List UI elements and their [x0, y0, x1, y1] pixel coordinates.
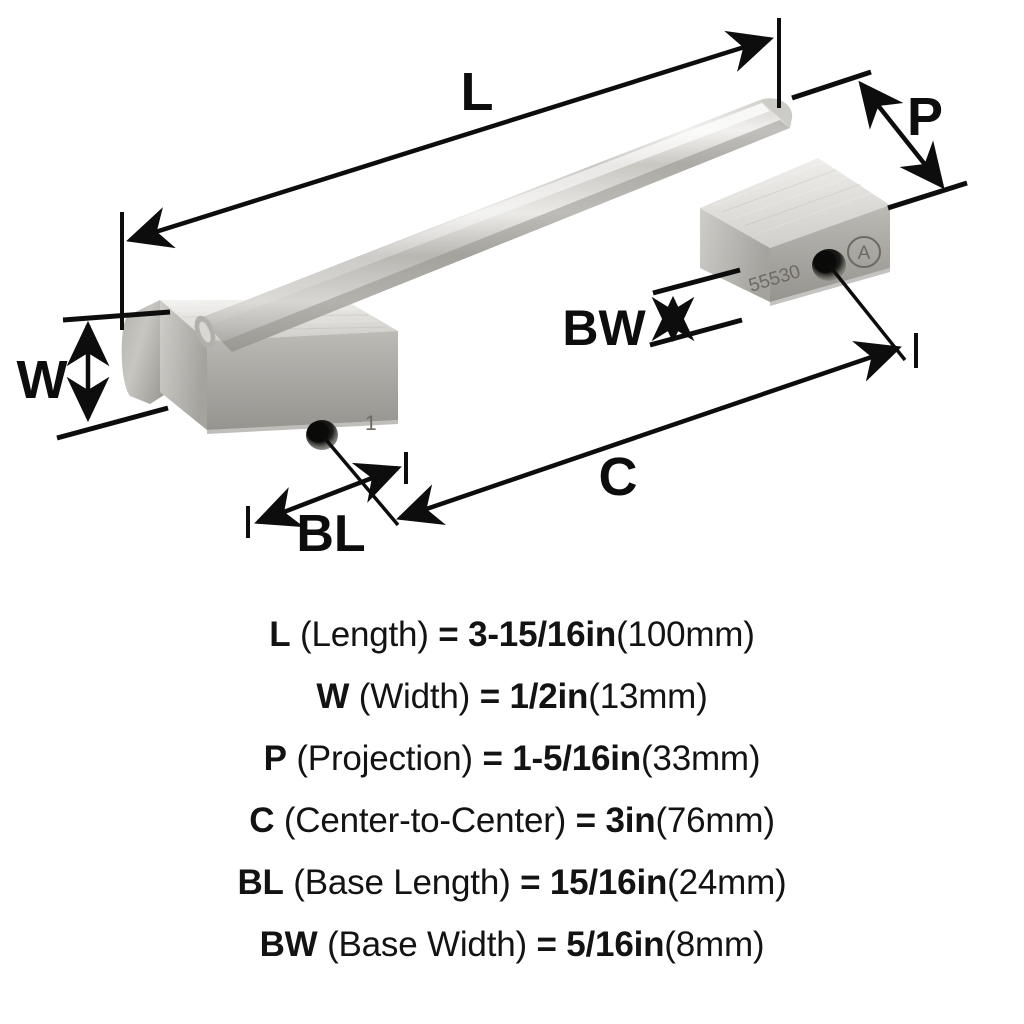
spec-name: (Width) [358, 677, 471, 716]
width-extension-bottom [56, 405, 169, 441]
spec-imperial: 3in [605, 801, 656, 840]
product-diagram: 1 [17, 18, 968, 563]
spec-row: BL (Base Length) = 15/16in(24mm) [0, 852, 1024, 914]
spec-metric: (76mm) [655, 801, 775, 840]
spec-key: L [269, 615, 291, 654]
spec-equals: = [438, 615, 459, 654]
label-projection: P [907, 87, 943, 147]
right-base-bottom-edge [770, 268, 890, 306]
spec-key: BW [259, 925, 318, 964]
left-base-bottom-edge [207, 420, 398, 434]
spec-imperial: 3-15/16in [468, 615, 617, 654]
spec-metric: (33mm) [640, 739, 761, 778]
spec-row: C (Center-to-Center) = 3in(76mm) [0, 790, 1024, 852]
spec-equals: = [479, 677, 500, 716]
dimension-annotations [56, 18, 968, 538]
left-base-front [207, 331, 398, 430]
spec-equals: = [575, 801, 596, 840]
spec-row: L (Length) = 3-15/16in(100mm) [0, 604, 1024, 666]
spec-row: P (Projection) = 1-5/16in(33mm) [0, 728, 1024, 790]
spec-equals: = [482, 739, 503, 778]
spec-row: BW (Base Width) = 5/16in(8mm) [0, 914, 1024, 976]
handle-bar-highlight [205, 103, 770, 324]
specifications-list: L (Length) = 3-15/16in(100mm) W (Width) … [0, 604, 1024, 976]
spec-imperial: 1/2in [509, 677, 589, 716]
spec-key: P [263, 739, 287, 778]
spec-key: W [316, 677, 350, 716]
projection-extension-top [791, 69, 872, 101]
dimension-projection [791, 69, 968, 211]
dimension-length [120, 18, 781, 330]
spec-imperial: 1-5/16in [512, 739, 641, 778]
spec-metric: (100mm) [616, 615, 755, 654]
spec-name: (Base Width) [327, 925, 527, 964]
width-extension-top [62, 309, 171, 323]
left-base-endcap [121, 300, 172, 404]
spec-metric: (13mm) [588, 677, 708, 716]
dimension-base-length [246, 452, 408, 538]
base-width-extension-top [652, 267, 741, 296]
left-base-engraving: 1 [365, 412, 377, 435]
base-width-extension-bottom [649, 317, 743, 348]
spec-name: (Projection) [296, 739, 473, 778]
spec-imperial: 5/16in [566, 925, 665, 964]
label-width: W [17, 350, 68, 410]
brand-mark-letter: A [858, 243, 871, 264]
spec-key: BL [237, 863, 284, 902]
center-dimension-line [396, 341, 902, 525]
spec-name: (Length) [300, 615, 429, 654]
spec-key: C [249, 801, 275, 840]
projection-extension-bottom [887, 180, 968, 211]
left-base-side [160, 300, 207, 430]
spec-imperial: 15/16in [549, 863, 668, 902]
length-dimension-line [126, 30, 774, 249]
spec-name: (Base Length) [293, 863, 511, 902]
dimension-width [56, 309, 171, 441]
projection-dimension-line [858, 80, 945, 190]
dimension-base-width [649, 267, 743, 348]
spec-row: W (Width) = 1/2in(13mm) [0, 666, 1024, 728]
center-leader-right [827, 263, 907, 362]
handle-bar-left-cap-inner [199, 321, 211, 343]
spec-metric: (24mm) [667, 863, 787, 902]
spec-metric: (8mm) [664, 925, 765, 964]
spec-equals: = [520, 863, 541, 902]
spec-name: (Center-to-Center) [283, 801, 567, 840]
cabinet-pull-illustration: 1 [121, 98, 890, 450]
label-base-length: BL [296, 505, 365, 563]
base-length-dimension-line [254, 462, 402, 528]
brand-mark-icon: A [847, 236, 881, 268]
label-length: L [461, 62, 494, 122]
label-center-to-center: C [599, 447, 638, 507]
right-base: 55530 A [700, 158, 890, 306]
label-base-width: BW [562, 300, 646, 356]
spec-equals: = [536, 925, 557, 964]
